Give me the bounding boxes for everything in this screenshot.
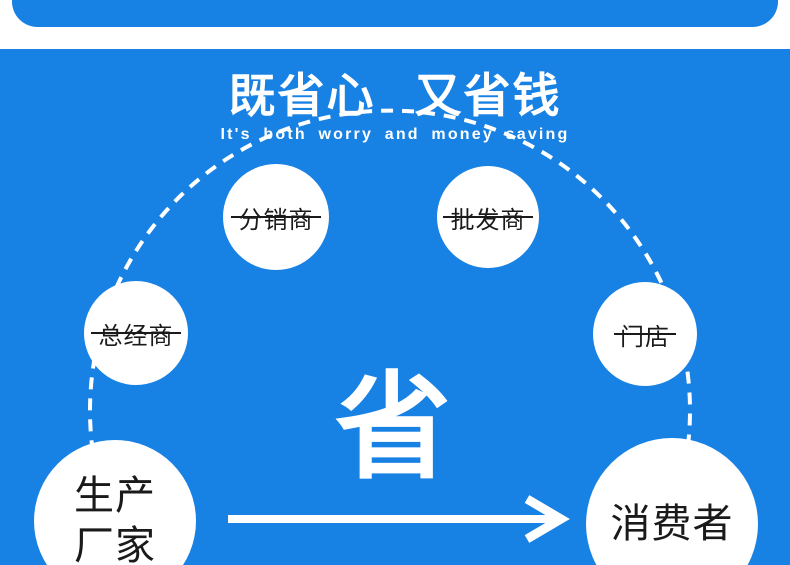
node-consumer-label: 消费者 <box>610 502 734 546</box>
page-title: 既省心 又省钱 <box>228 69 562 122</box>
node-manufacturer: 生产厂家 <box>34 440 196 565</box>
node-manufacturer-label: 生产厂家 <box>74 471 156 565</box>
node-general-distributor: 总经商 <box>84 281 188 385</box>
node-retail-store: 门店 <box>593 282 697 386</box>
manufacturer-label-line2: 厂家 <box>74 524 156 565</box>
strikethrough-line <box>91 332 181 334</box>
node-consumer: 消费者 <box>586 438 758 565</box>
node-retail-store-label: 门店 <box>620 323 670 351</box>
strikethrough-line <box>231 216 321 218</box>
node-distributor: 分销商 <box>223 164 329 270</box>
node-wholesaler-label: 批发商 <box>450 206 526 234</box>
node-wholesaler: 批发商 <box>437 166 539 268</box>
node-distributor-label: 分销商 <box>238 206 314 234</box>
strikethrough-line <box>443 216 533 218</box>
node-general-distributor-label: 总经商 <box>98 322 174 350</box>
strikethrough-line <box>614 333 676 335</box>
top-banner-strip <box>12 0 778 27</box>
page-subtitle: It's both worry and money saving <box>220 126 570 143</box>
big-save-character: 省 <box>335 362 451 493</box>
manufacturer-label-line1: 生产 <box>74 474 156 518</box>
